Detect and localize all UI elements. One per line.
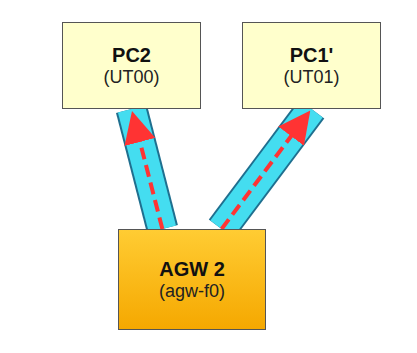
pc-box: PC1'(UT01) <box>242 22 381 109</box>
tunnel-outline <box>222 109 312 229</box>
box-title: PC1' <box>290 43 334 67</box>
gateway-box: AGW 2(agw-f0) <box>118 229 266 330</box>
tunnel-connector <box>222 109 312 229</box>
tunnel-body <box>132 109 163 229</box>
flow-arrow <box>222 117 306 229</box>
tunnel-outline <box>132 109 163 229</box>
pc-box: PC2(UT00) <box>62 22 201 109</box>
tunnel-body <box>222 109 312 229</box>
box-subtitle: (UT00) <box>103 67 159 89</box>
box-title: PC2 <box>112 43 151 67</box>
flow-arrow <box>134 119 162 229</box>
box-subtitle: (UT01) <box>283 67 339 89</box>
box-subtitle: (agw-f0) <box>159 281 225 303</box>
box-title: AGW 2 <box>159 257 225 281</box>
tunnel-connector <box>132 109 163 229</box>
